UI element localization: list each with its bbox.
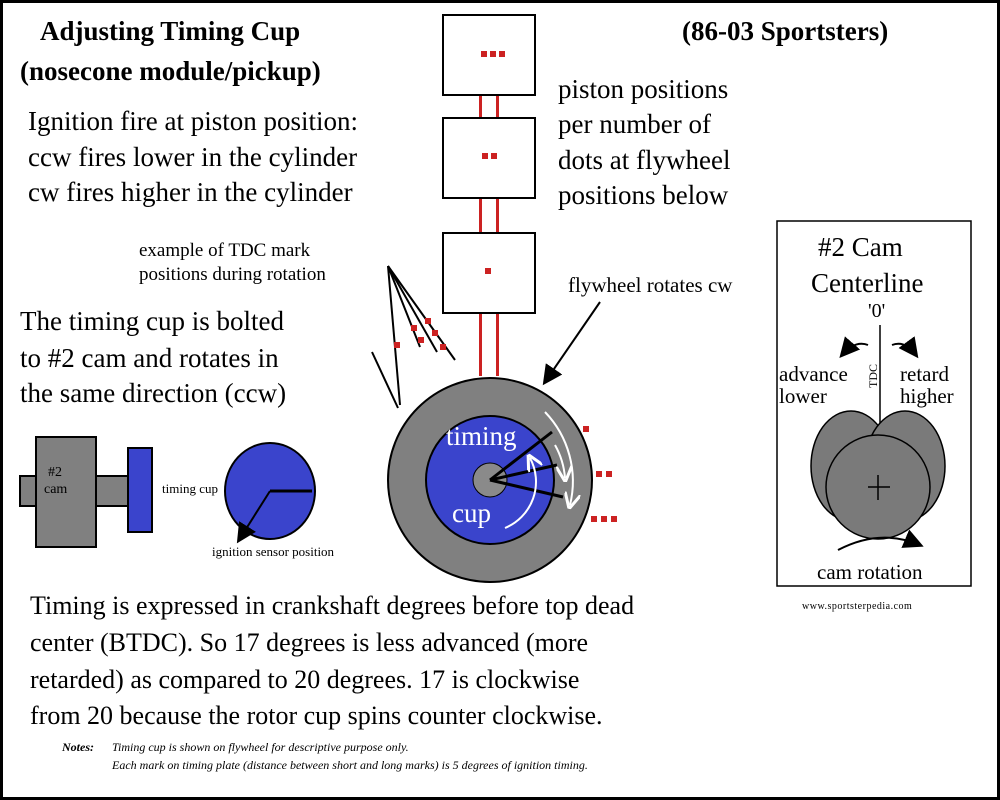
ignition-sensor-label: ignition sensor position [212,544,335,559]
cam-tdc-label: TDC [866,364,880,388]
website-label: www.sportsterpedia.com [802,601,913,612]
retard-label-1: retard [900,362,949,386]
connecting-rod [479,96,482,118]
flywheel-rotates-label: flywheel rotates cw [568,273,733,297]
ignition-line-1: Ignition fire at piston position: [28,106,358,136]
explanation-line-3: retarded) as compared to 20 degrees. 17 … [30,665,580,694]
cam-assembly [19,436,316,548]
piston-dot [485,268,491,274]
models-label: (86-03 Sportsters) [682,16,889,46]
piston-dot [490,51,496,57]
tdc-example-line-1: example of TDC mark [139,240,311,261]
ignition-line-3: cw fires higher in the cylinder [28,177,353,207]
tdc-example-line-2: positions during rotation [139,264,326,285]
piston-text-line-4: positions below [558,180,729,210]
flywheel-rotation-arrow [542,301,601,386]
flywheel-cup-word: cup [452,498,491,528]
retard-label-2: higher [900,384,954,408]
flywheel-timing-word: timing [446,421,517,451]
cam-centerline-box [776,220,972,587]
cam-zero-label: '0' [868,300,886,322]
cam-lobe [35,436,97,548]
piston-dot [499,51,505,57]
piston-box-2-dots [442,117,536,199]
connecting-rod [496,96,499,118]
piston-dot [481,51,487,57]
piston-dot [482,153,488,159]
explanation-line-1: Timing is expressed in crankshaft degree… [30,591,635,620]
cam-label-2: cam [44,482,68,497]
connecting-rod [479,314,482,376]
timing-cup-text-line-3: the same direction (ccw) [20,378,287,408]
timing-cup-side [127,447,153,533]
piston-position-boxes [442,14,536,376]
piston-text-line-1: piston positions [558,74,729,104]
notes-label: Notes: [62,740,94,754]
advance-label-2: lower [779,384,827,408]
timing-cup-text-line-1: The timing cup is bolted [20,306,284,336]
title-line-2: (nosecone module/pickup) [20,56,321,86]
ignition-line-2: ccw fires lower in the cylinder [28,142,358,172]
tdc-example-marks [387,265,456,406]
piston-text-line-2: per number of [558,109,711,139]
cam-label-1: #2 [48,465,62,480]
cam-box-title-1: #2 Cam [818,232,903,262]
timing-cup-text-line-2: to #2 cam and rotates in [20,343,279,373]
notes-line-2: Each mark on timing plate (distance betw… [112,758,588,772]
timing-cup-label: timing cup [162,481,218,496]
connecting-rod [496,199,499,233]
explanation-line-2: center (BTDC). So 17 degrees is less adv… [30,628,589,657]
cam-box-title-2: Centerline [811,268,924,298]
notes-line-1: Timing cup is shown on flywheel for desc… [112,740,409,754]
advance-label-1: advance [779,362,848,386]
connecting-rod [479,199,482,233]
connecting-rod [496,314,499,376]
piston-dot [491,153,497,159]
title-line-1: Adjusting Timing Cup [40,16,301,46]
explanation-line-4: from 20 because the rotor cup spins coun… [30,701,603,730]
cam-rotation-label: cam rotation [817,560,923,584]
piston-box-3-dots [442,14,536,96]
flywheel [387,377,617,583]
piston-text-line-3: dots at flywheel [558,145,731,175]
